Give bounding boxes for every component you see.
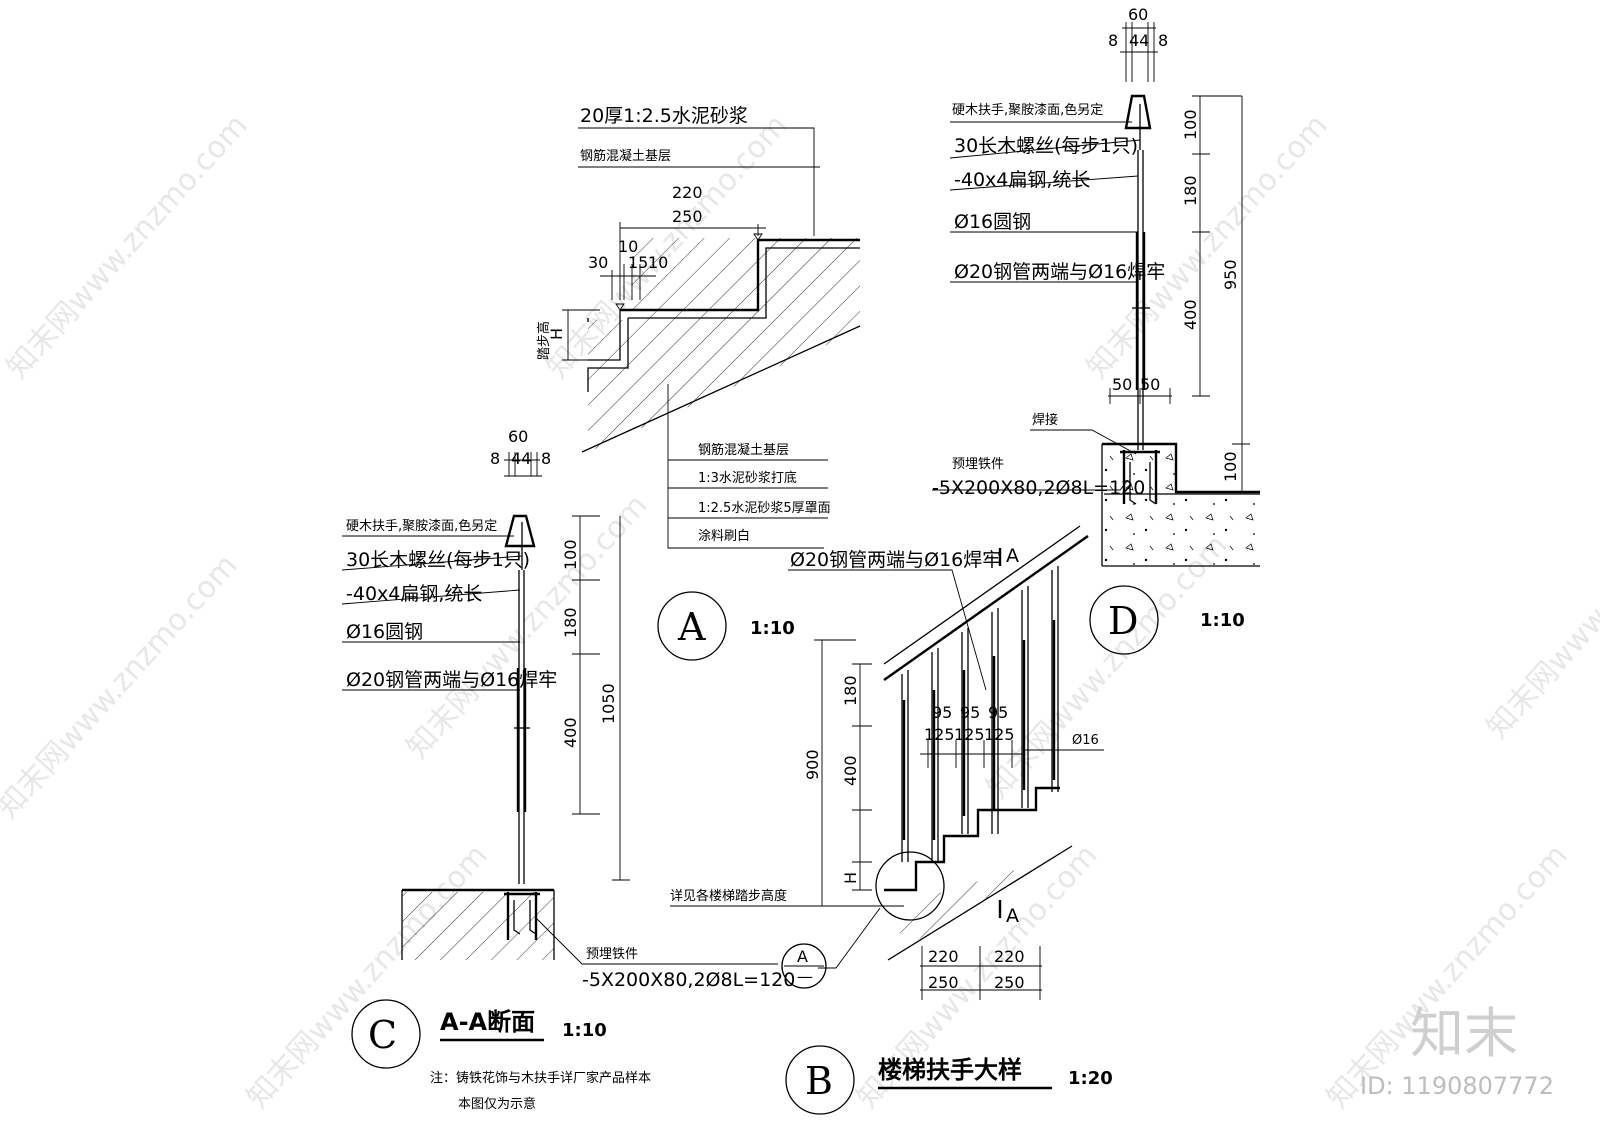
d-embed-label: 预埋铁件 [952,457,1004,472]
b-d125a: 125 [924,725,955,744]
b-w220a: 220 [928,947,959,966]
d-w50a: 50 [1112,375,1132,394]
detail-c-scale: 1:10 [562,1020,607,1041]
watermark: 知末网www.znzmo.com [1480,468,1600,745]
d-screw-label: 30长木螺丝(每步1只) [954,135,1138,157]
b-w220b: 220 [994,947,1025,966]
c-h1050: 1050 [599,683,618,724]
d-round16-label: Ø16圆钢 [954,211,1031,233]
dim-15: 15 [628,253,648,272]
detail-a-scale: 1:10 [750,618,795,639]
detail-d: 60 8 44 8 50 50 硬木扶手,聚胺漆面,色另定 30长木螺丝(每步1… [932,5,1260,655]
note-line-2: 本图仅为示意 [458,1096,536,1112]
c-handrail-label: 硬木扶手,聚胺漆面,色另定 [346,518,497,534]
step-h-letter: H [547,328,566,340]
c-h400: 400 [561,717,580,748]
b-section-a-top: A [1006,545,1019,567]
b-H: H [841,872,860,884]
detail-d-tag-circle [1089,585,1159,655]
b-section-a-bottom: A [1006,905,1019,927]
watermark: 知末网www.znzmo.com [0,108,254,385]
detail-a-tag: A [677,605,706,649]
detail-d-scale: 1:10 [1200,610,1245,631]
b-callout-circle [781,943,827,989]
layer-4-label: 涂料刷白 [698,528,750,544]
b-round16: Ø16 [1072,733,1099,748]
note-line-1: 注：铸铁花饰与木扶手详厂家产品样本 [430,1070,651,1086]
dim-10a: 10 [618,237,638,256]
watermark: 知末网www.znzmo.com [0,548,244,825]
c-round16-label: Ø16圆钢 [346,621,423,643]
dim-220: 220 [672,183,703,202]
b-d95b: 95 [960,703,980,722]
layer-top-label: 20厚1:2.5水泥砂浆 [580,105,748,127]
d-embed-spec: -5X200X80,2Ø8L=120 [932,477,1145,499]
b-h400: 400 [841,755,860,786]
c-screw-label: 30长木螺丝(每步1只) [346,549,530,571]
b-w250b: 250 [994,973,1025,992]
c-h180: 180 [561,607,580,638]
c-w60: 60 [508,427,528,446]
detail-b-title: 楼梯扶手大样 [878,1056,1022,1084]
detail-c-tag-circle [351,999,421,1069]
d-h100b: 100 [1221,451,1240,482]
c-embed-label: 预埋铁件 [586,947,638,962]
brand-logo: 知末 [1410,1002,1518,1065]
d-h950: 950 [1221,259,1240,290]
d-h180: 180 [1181,175,1200,206]
detail-c-tag: C [368,1013,397,1057]
b-h900: 900 [803,749,822,780]
b-d95a: 95 [932,703,952,722]
d-w8a: 8 [1108,31,1118,50]
detail-b: A A Ø20钢管两端与Ø16焊牢 180 400 H 900 详见各楼梯踏步高… [670,525,1113,1115]
detail-c: 60 8 44 8 硬木扶手,聚胺漆面,色另定 30长木螺丝(每步1只) -40… [341,427,795,1112]
dim-250: 250 [672,207,703,226]
b-d95c: 95 [988,703,1008,722]
d-pipe20-label: Ø20钢管两端与Ø16焊牢 [954,261,1165,283]
b-callout-id: A [797,947,808,966]
d-h100: 100 [1181,109,1200,140]
dim-10b: 10 [648,253,668,272]
detail-b-tag-circle [785,1045,855,1115]
layer-3-label: 1:2.5水泥砂浆5厚罩面 [698,501,831,516]
b-pipe20-label: Ø20钢管两端与Ø16焊牢 [790,549,1001,571]
d-w44: 44 [1129,31,1149,50]
layer-2-label: 1:3水泥砂浆打底 [698,470,797,486]
d-h400: 400 [1181,299,1200,330]
b-d125c: 125 [984,725,1015,744]
d-w8b: 8 [1158,31,1168,50]
b-w250a: 250 [928,973,959,992]
b-step-ref: 详见各楼梯踏步高度 [670,888,787,904]
detail-d-tag: D [1108,599,1138,643]
b-callout-sheet: — [797,967,813,986]
d-w50b: 50 [1140,375,1160,394]
b-h180: 180 [841,675,860,706]
step-height-label: 踏步高 [536,321,552,360]
d-handrail-label: 硬木扶手,聚胺漆面,色另定 [952,102,1103,118]
dim-30: 30 [588,253,608,272]
c-pipe20-label: Ø20钢管两端与Ø16焊牢 [346,669,557,691]
detail-a: 20厚1:2.5水泥砂浆 钢筋混凝土基层 220 250 30 10 15 10… [536,105,861,661]
d-flatsteel-label: -40x4扁钢,统长 [954,169,1090,191]
b-d125b: 125 [954,725,985,744]
c-h100: 100 [561,539,580,570]
layer-1-label: 钢筋混凝土基层 [698,442,789,458]
c-w44: 44 [511,449,531,468]
detail-b-tag: B [805,1059,833,1103]
base-top-label: 钢筋混凝土基层 [580,148,671,164]
d-weld-label: 焊接 [1032,412,1058,428]
c-w8b: 8 [541,449,551,468]
c-flatsteel-label: -40x4扁钢,统长 [346,583,482,605]
brand-id: ID: 1190807772 [1360,1072,1554,1100]
b-detail-circle [875,851,945,921]
detail-c-title: A-A断面 [440,1008,535,1036]
detail-b-scale: 1:20 [1068,1068,1113,1089]
c-w8a: 8 [490,449,500,468]
detail-a-tag-circle [657,591,727,661]
d-w60: 60 [1128,5,1148,24]
brand-block: 知末 ID: 1190807772 [1360,1002,1554,1100]
c-embed-spec: -5X200X80,2Ø8L=120 [582,969,795,991]
